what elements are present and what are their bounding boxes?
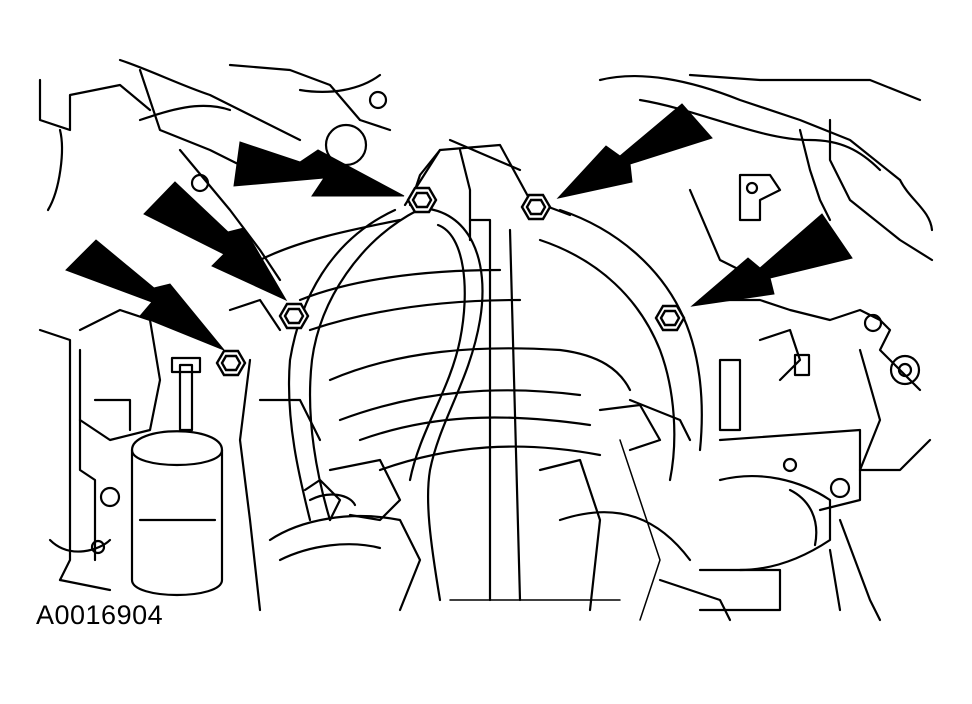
callout-arrows — [65, 103, 853, 351]
callout-arrow — [233, 141, 405, 197]
bolt-group — [215, 186, 686, 377]
bolt-left-lower — [215, 349, 247, 377]
callout-arrow — [143, 181, 288, 302]
engine-block-outline — [38, 58, 934, 622]
figure-reference-code: A0016904 — [36, 600, 164, 630]
bolt-top-left — [406, 186, 438, 214]
bolt-top-right — [520, 193, 552, 221]
callout-arrow — [556, 103, 713, 199]
callout-arrow — [65, 239, 225, 351]
bolt-left-upper — [278, 302, 310, 330]
callout-arrow — [690, 213, 853, 307]
bolt-right — [654, 304, 686, 332]
